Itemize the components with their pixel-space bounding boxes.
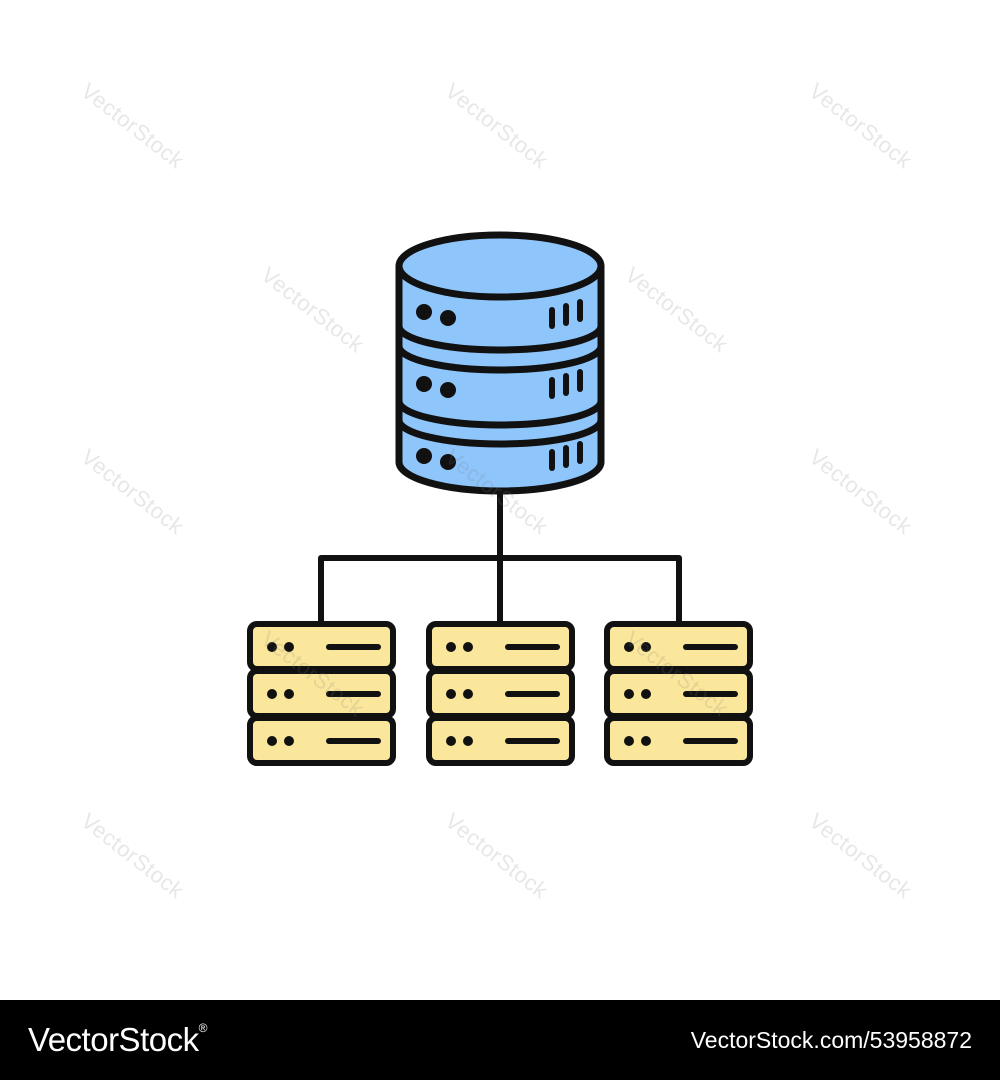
image-id: VectorStock.com/53958872 xyxy=(690,1026,972,1053)
server-rack-icon xyxy=(604,621,753,766)
server-light xyxy=(284,689,294,699)
server-rack-icon xyxy=(426,621,575,766)
server-light xyxy=(284,642,294,652)
server-light xyxy=(284,736,294,746)
server-light xyxy=(641,642,651,652)
server-rack-icon xyxy=(247,621,396,766)
server-light xyxy=(624,736,634,746)
server-light xyxy=(463,642,473,652)
server-unit xyxy=(604,715,753,766)
footer-bar: VectorStock® VectorStock.com/53958872 xyxy=(0,1000,1000,1080)
server-unit xyxy=(426,715,575,766)
server-light xyxy=(446,689,456,699)
server-light xyxy=(463,689,473,699)
image-canvas: VectorStock VectorStock VectorStock Vect… xyxy=(76,78,917,904)
server-light xyxy=(446,642,456,652)
brand-name: VectorStock xyxy=(28,1021,199,1058)
server-light xyxy=(641,736,651,746)
registered-mark: ® xyxy=(198,1021,208,1035)
server-racks xyxy=(247,621,753,766)
database-indicator-lights xyxy=(416,304,456,470)
server-light xyxy=(624,642,634,652)
server-light xyxy=(641,689,651,699)
server-light xyxy=(624,689,634,699)
footer-brand: VectorStock® xyxy=(28,1021,207,1059)
server-light xyxy=(267,736,277,746)
database-hierarchy-icon xyxy=(247,231,753,766)
server-light xyxy=(463,736,473,746)
server-unit xyxy=(247,715,396,766)
server-light xyxy=(446,736,456,746)
database-vent-bars xyxy=(549,299,583,471)
connector-lines xyxy=(318,489,682,625)
server-light xyxy=(267,642,277,652)
server-light xyxy=(267,689,277,699)
